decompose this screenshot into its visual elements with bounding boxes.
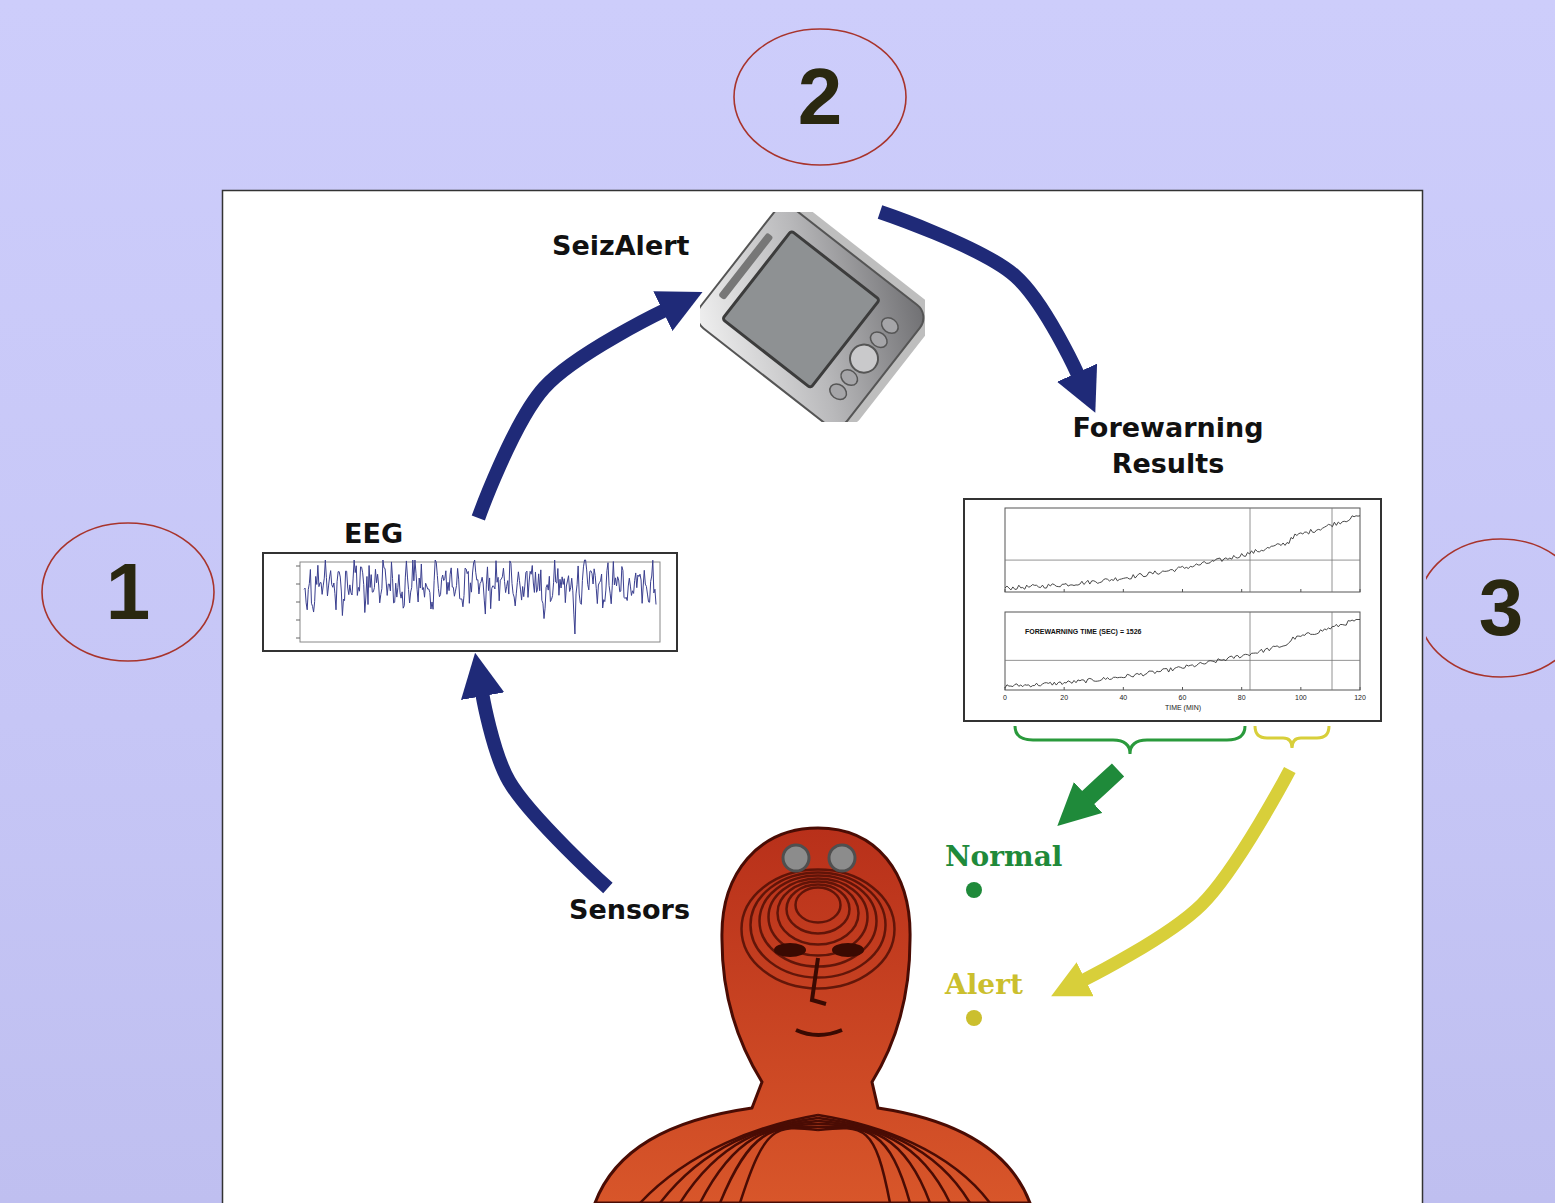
forewarning-panel: Forewarning ResultsFOREWARNING TIME (SEC… xyxy=(963,410,1382,770)
eeg-panel: EEG xyxy=(262,518,678,654)
flow-arrow xyxy=(478,310,664,518)
seizalert-device: SeizAlert xyxy=(700,212,925,422)
axis-tick: 0 xyxy=(1003,694,1007,701)
flow-arrow xyxy=(1083,770,1289,980)
sensors-label: Sensors xyxy=(565,888,708,934)
status-text: Normal xyxy=(940,826,1078,874)
eeg-trace-box xyxy=(262,552,678,652)
sensor-electrode xyxy=(783,845,809,871)
head-illustration xyxy=(595,828,1030,1203)
axis-tick: 120 xyxy=(1354,694,1366,701)
panel-heading: EEG xyxy=(344,518,403,550)
callout-number: 2 xyxy=(732,27,908,167)
axis-tick: 20 xyxy=(1060,694,1068,701)
callout-number: 3 xyxy=(1426,537,1555,679)
flow-arrow xyxy=(1087,770,1118,799)
axis-tick: 100 xyxy=(1295,694,1307,701)
status-dot xyxy=(962,1008,1002,1028)
status-dot xyxy=(962,880,1002,900)
callout-number: 3 xyxy=(1479,568,1524,648)
callout-number: 1 xyxy=(106,552,151,632)
sensors-label: Sensors xyxy=(565,888,708,928)
white-panel xyxy=(223,191,1423,1203)
forewarning-chart: FOREWARNING TIME (SEC) = 1526 xyxy=(963,498,1382,722)
status-normal: Normal xyxy=(940,826,1078,904)
callout-number: 1 xyxy=(40,521,216,663)
axis-tick: 80 xyxy=(1238,694,1246,701)
pda-icon xyxy=(700,212,925,422)
panel-heading: Forewarning Results xyxy=(1058,410,1278,482)
status-text: Alert xyxy=(940,960,1053,1002)
flow-arrow xyxy=(482,694,608,888)
sensor-electrode xyxy=(829,845,855,871)
callout-number: 2 xyxy=(798,57,843,137)
axis-tick: 60 xyxy=(1179,694,1187,701)
range-brackets xyxy=(963,724,1382,770)
axis-title: TIME (MIN) xyxy=(1165,704,1201,711)
device-label: SeizAlert xyxy=(552,230,689,261)
forewarning-time: FOREWARNING TIME (SEC) = 1526 xyxy=(1023,628,1144,635)
status-alert: Alert xyxy=(940,960,1053,1032)
axis-tick: 40 xyxy=(1119,694,1127,701)
